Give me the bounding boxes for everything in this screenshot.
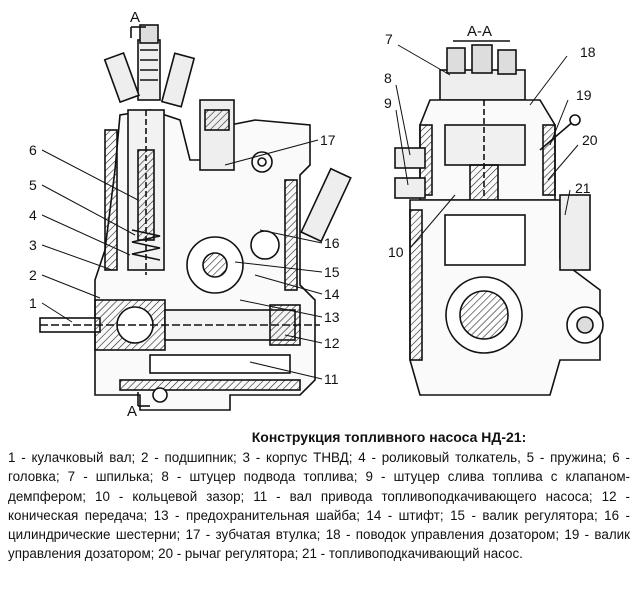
label-21: 21 <box>575 180 591 196</box>
right-labels: 7 18 8 9 19 20 21 10 <box>384 31 598 260</box>
pump-drawing: А А 1 2 3 4 5 6 17 16 15 14 13 12 11 <box>29 9 604 420</box>
left-fittings <box>103 24 196 108</box>
label-19: 19 <box>576 87 592 103</box>
caption: Конструкция топливного насоса НД-21: 1 -… <box>8 428 630 563</box>
label-10: 10 <box>388 244 404 260</box>
label-15: 15 <box>324 264 340 280</box>
label-2: 2 <box>29 267 37 283</box>
label-16: 16 <box>324 235 340 251</box>
section-marks: А А <box>127 9 150 420</box>
left-leaders <box>41 139 323 380</box>
label-4: 4 <box>29 207 37 223</box>
section-mark-top: А <box>130 9 140 26</box>
right-leaders <box>395 44 579 249</box>
pump-drawing-svg: А А 1 2 3 4 5 6 17 16 15 14 13 12 11 <box>29 9 604 420</box>
label-7: 7 <box>385 31 393 47</box>
label-9: 9 <box>384 95 392 111</box>
right-view <box>394 44 604 396</box>
label-3: 3 <box>29 237 37 253</box>
label-8: 8 <box>384 70 392 86</box>
label-13: 13 <box>324 309 340 325</box>
section-title: А-А <box>467 23 492 40</box>
left-labels: 1 2 3 4 5 6 17 16 15 14 13 12 11 <box>29 132 340 387</box>
label-12: 12 <box>324 335 340 351</box>
label-18: 18 <box>580 44 596 60</box>
label-17: 17 <box>320 132 336 148</box>
label-14: 14 <box>324 286 340 302</box>
label-6: 6 <box>29 142 37 158</box>
label-11: 11 <box>324 371 339 387</box>
label-1: 1 <box>29 295 37 311</box>
caption-legend: 1 - кулачковый вал; 2 - подшипник; 3 - к… <box>8 450 630 562</box>
section-mark-bottom: А <box>127 403 137 420</box>
label-20: 20 <box>582 132 598 148</box>
label-5: 5 <box>29 177 37 193</box>
left-view <box>39 24 352 411</box>
caption-title: Конструкция топливного насоса НД-21: <box>251 429 527 445</box>
